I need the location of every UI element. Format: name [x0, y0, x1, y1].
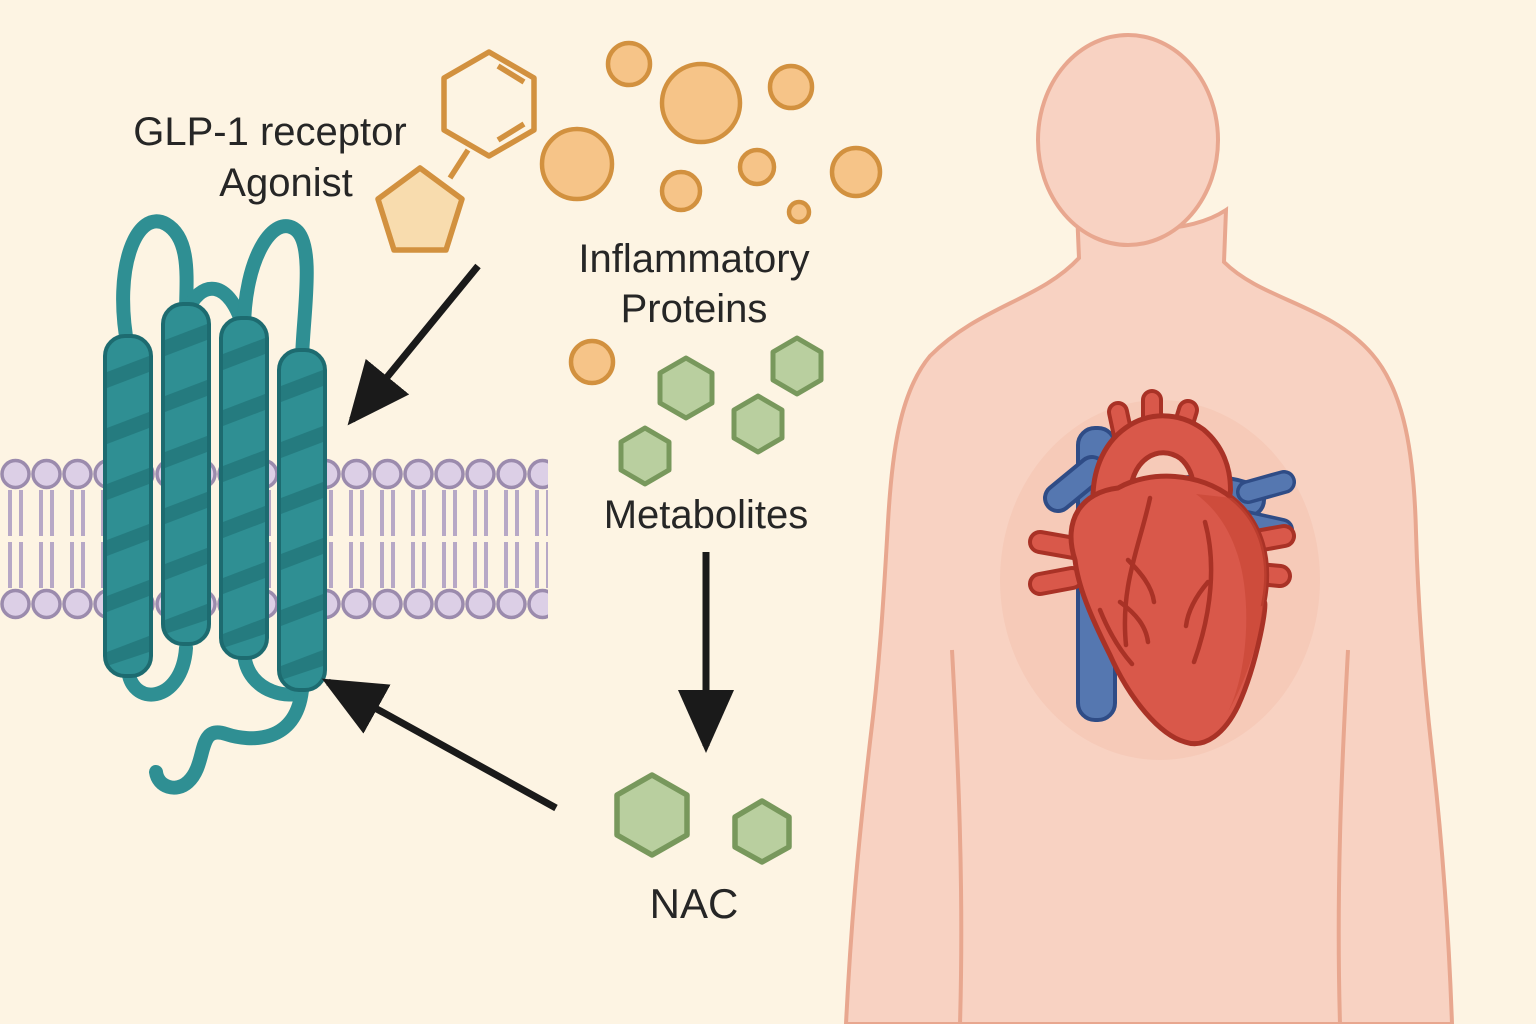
protein-circle	[568, 338, 616, 386]
receptor-helix-4	[277, 348, 327, 692]
metabolite-hexagon	[657, 355, 715, 421]
arrow-nac-to-receptor	[321, 678, 558, 812]
heart-shading	[1196, 494, 1267, 712]
arrows	[321, 263, 734, 812]
agonist-label-line2: Agonist	[219, 161, 352, 205]
body-head	[1036, 33, 1220, 247]
protein-circle	[737, 147, 777, 187]
agonist-label-line1: GLP-1 receptor	[133, 110, 406, 154]
arm-crease-left	[950, 649, 964, 1024]
metabolite-hexagon	[770, 335, 824, 397]
nac-hexagon	[614, 772, 690, 858]
protein-circle	[659, 169, 703, 213]
arrow-agonist-to-receptor	[347, 263, 481, 426]
inflammatory-label-line2: Proteins	[621, 287, 768, 331]
nac-label: NAC	[650, 880, 739, 927]
bond-line	[447, 148, 471, 180]
metabolite-hexagon	[731, 393, 785, 455]
heart-body	[1068, 473, 1270, 746]
pentagon-ring	[375, 165, 465, 253]
protein-circle	[767, 63, 815, 111]
cell-membrane-illustration	[0, 458, 548, 620]
protein-circle	[786, 199, 812, 225]
metabolites-label: Metabolites	[604, 493, 809, 537]
receptor-helix-2	[161, 302, 211, 646]
vein-stub	[1032, 534, 1082, 556]
lipid-bilayer	[0, 458, 548, 620]
agonist-molecule	[375, 49, 537, 253]
aorta	[1095, 418, 1228, 524]
coronary-vessels	[1097, 495, 1214, 667]
blue-branch	[1047, 459, 1103, 509]
metabolite-hexagon	[618, 425, 672, 487]
nac-cluster	[614, 772, 792, 865]
glp1-receptor-illustration	[103, 214, 327, 795]
blue-branch	[1239, 473, 1293, 501]
protein-circle	[659, 61, 743, 145]
nac-hexagon	[732, 798, 792, 865]
protein-circle	[539, 126, 615, 202]
arm-crease-right	[1336, 649, 1350, 1024]
protein-circle	[605, 40, 653, 88]
heart-illustration	[1028, 389, 1296, 746]
receptor-helix-1	[103, 334, 153, 678]
inflammatory-label-line1: Inflammatory	[578, 237, 809, 281]
receptor-helix-3	[219, 316, 269, 660]
protein-circle	[829, 145, 883, 199]
inflammatory-proteins-cluster	[539, 40, 883, 386]
vein-stub	[1032, 570, 1080, 592]
benzene-ring	[441, 49, 537, 159]
metabolites-cluster	[618, 335, 824, 487]
